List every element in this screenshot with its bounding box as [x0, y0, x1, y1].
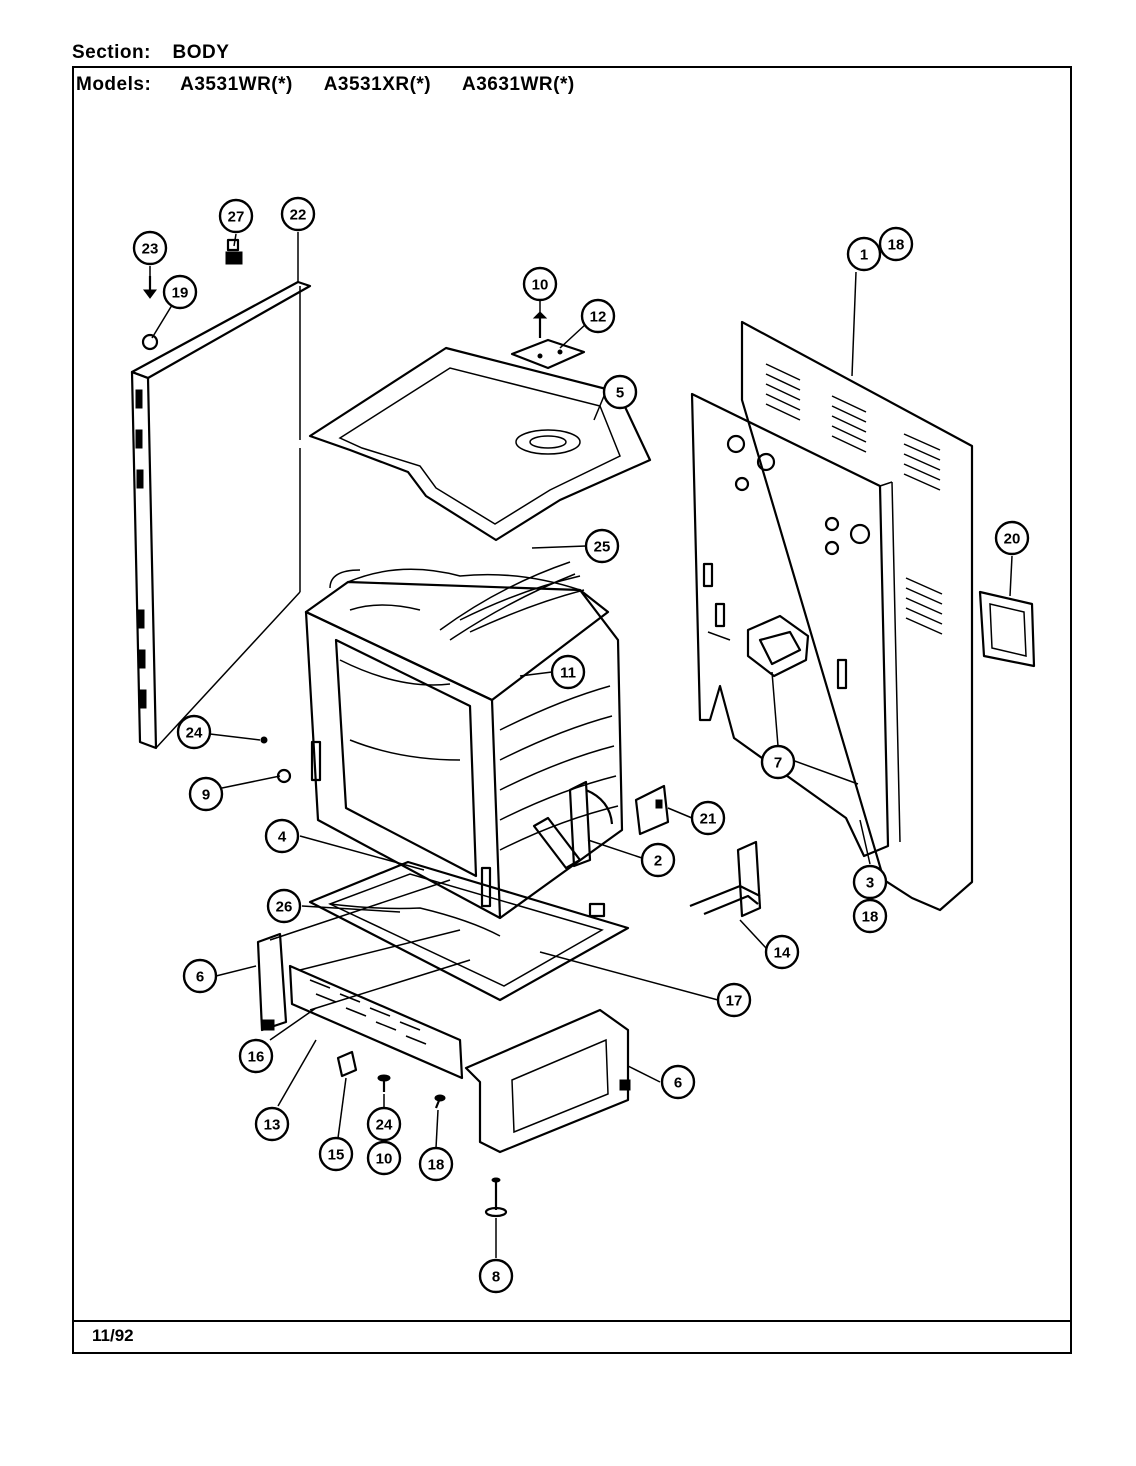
callout-20: 20 [994, 520, 1030, 556]
callout-25: 25 [584, 528, 620, 564]
section-label: Section: [72, 42, 151, 63]
leader-lines [149, 232, 1013, 1258]
base-frame [256, 879, 631, 1154]
callout-2: 2 [640, 842, 676, 878]
model-2: A3531XR(*) [323, 74, 432, 95]
callout-10-bottom-label: 10 [376, 1151, 393, 1168]
footer-divider [72, 1320, 1072, 1322]
callout-20-label: 20 [1004, 531, 1021, 548]
callout-10-top-label: 10 [532, 277, 549, 294]
callout-6-right: 6 [660, 1064, 696, 1100]
callout-18-right: 18 [852, 898, 888, 934]
callout-13: 13 [254, 1106, 290, 1142]
callout-12-label: 12 [590, 309, 607, 326]
side-panel [130, 280, 312, 750]
models-label: Models: [76, 74, 152, 95]
callout-4: 4 [264, 818, 300, 854]
callout-16: 16 [238, 1038, 274, 1074]
callout-13-label: 13 [264, 1117, 281, 1134]
clip-part [336, 1050, 358, 1078]
callout-24-bottom: 24 [366, 1106, 402, 1142]
callout-19: 19 [162, 274, 198, 310]
callout-18-right-label: 18 [862, 909, 879, 926]
callout-1-label: 1 [860, 247, 868, 264]
model-1: A3531WR(*) [180, 74, 293, 95]
callout-8: 8 [478, 1258, 514, 1294]
rear-panel [690, 320, 974, 912]
callout-5-label: 5 [616, 385, 624, 402]
callout-11-label: 11 [560, 665, 576, 682]
rear-panel-vents [765, 363, 943, 635]
callout-9-label: 9 [202, 787, 210, 804]
callout-9: 9 [188, 776, 224, 812]
callout-3: 3 [852, 864, 888, 900]
callout-18-bottom-label: 18 [428, 1157, 445, 1174]
callout-1: 1 [846, 236, 882, 272]
callout-22: 22 [280, 196, 316, 232]
callout-17-label: 17 [726, 993, 743, 1010]
callout-5: 5 [602, 374, 638, 410]
callout-6-left: 6 [182, 958, 218, 994]
callout-18-top-label: 18 [888, 237, 905, 254]
callout-6-left-label: 6 [196, 969, 204, 986]
callout-15: 15 [318, 1136, 354, 1172]
models-header: Models: A3531WR(*) A3531XR(*) A3631WR(*) [76, 74, 575, 96]
side-bracket [634, 784, 670, 836]
callout-18-bottom: 18 [418, 1146, 454, 1182]
top-bracket [510, 338, 586, 370]
oven-cavity [304, 561, 624, 920]
callout-18-top: 18 [878, 226, 914, 262]
callout-22-label: 22 [290, 207, 307, 224]
callout-6-right-label: 6 [674, 1075, 682, 1092]
leveling-leg [484, 1177, 508, 1218]
callout-8-label: 8 [492, 1269, 500, 1286]
callout-26-label: 26 [276, 899, 293, 916]
callout-10-top: 10 [522, 266, 558, 302]
callout-25-label: 25 [594, 539, 611, 556]
base-screw-2 [434, 1094, 446, 1109]
callout-21-label: 21 [700, 811, 717, 828]
callout-7: 7 [760, 744, 796, 780]
hinge-bracket [689, 840, 762, 918]
revision-date: 11/92 [92, 1326, 134, 1345]
callout-26: 26 [266, 888, 302, 924]
callout-27-label: 27 [228, 209, 245, 226]
callout-14: 14 [764, 934, 800, 970]
top-left-fasteners [141, 238, 243, 351]
callout-24-left: 24 [176, 714, 212, 750]
callout-4-label: 4 [278, 829, 287, 846]
callout-24-bottom-label: 24 [376, 1117, 393, 1134]
model-3: A3631WR(*) [462, 74, 575, 95]
callout-23: 23 [132, 230, 168, 266]
callout-16-label: 16 [248, 1049, 265, 1066]
section-value: BODY [172, 42, 230, 63]
base-screw [377, 1074, 391, 1092]
top-panel [308, 346, 652, 542]
callout-3-label: 3 [866, 875, 874, 892]
callout-15-label: 15 [328, 1147, 345, 1164]
callout-17: 17 [716, 982, 752, 1018]
callout-24-left-label: 24 [186, 725, 203, 742]
callout-10-bottom: 10 [366, 1140, 402, 1176]
callout-2-label: 2 [654, 853, 662, 870]
section-header: Section: BODY [72, 42, 229, 64]
top-screw [532, 311, 548, 338]
callout-11: 11 [550, 654, 586, 690]
insulation [347, 568, 585, 633]
callout-19-label: 19 [172, 285, 189, 302]
callout-12: 12 [580, 298, 616, 334]
callout-7-label: 7 [774, 755, 782, 772]
diagram-frame [72, 66, 1072, 1354]
callout-14-label: 14 [774, 945, 791, 962]
callout-27: 27 [218, 198, 254, 234]
base-vent-slots [309, 979, 427, 1045]
access-cover [978, 590, 1036, 668]
callout-21: 21 [690, 800, 726, 836]
bottom-panel [308, 860, 630, 1002]
callout-23-label: 23 [142, 241, 159, 258]
side-fasteners [260, 736, 292, 784]
door-hinge [532, 780, 614, 870]
